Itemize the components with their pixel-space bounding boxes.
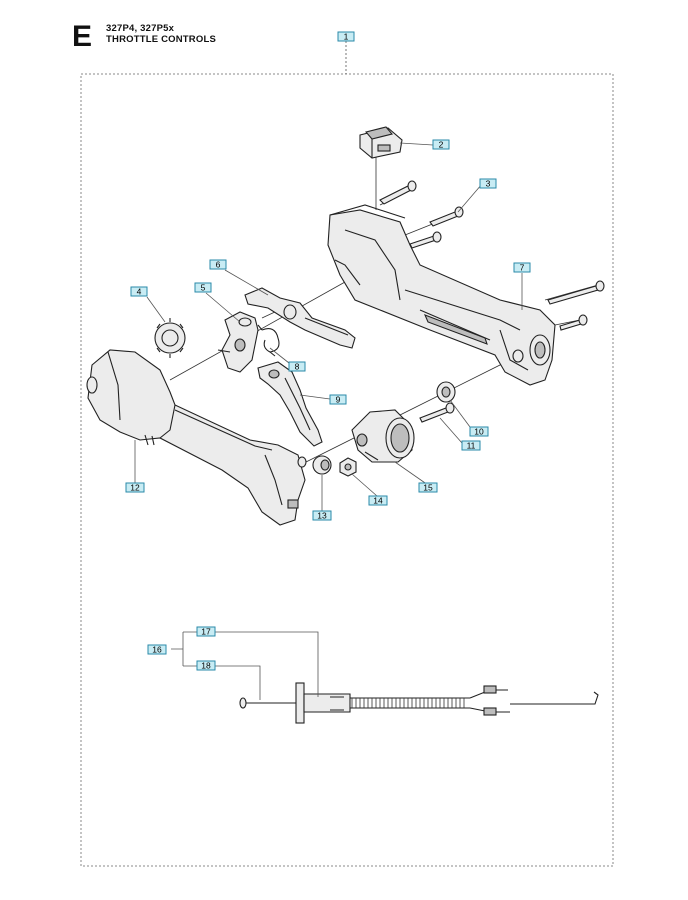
section-letter: E [72,20,93,53]
callout-9: 9 [329,394,347,405]
handle-clamp-part [351,409,415,463]
svg-text:6: 6 [216,260,221,270]
throttle-cable-part [239,682,599,724]
cap-part [436,381,456,403]
throttle-lockout-part [359,126,403,159]
svg-text:1: 1 [344,32,349,42]
bracket-part [217,311,259,373]
svg-text:13: 13 [317,511,327,521]
screw-part [429,206,464,227]
callout-2: 2 [432,139,450,150]
leader-lines [134,142,523,700]
svg-text:9: 9 [336,395,341,405]
washer-part [312,455,332,475]
svg-text:11: 11 [467,441,476,451]
callout-4: 4 [130,286,148,297]
callout-8: 8 [288,361,306,372]
callout-3: 3 [479,178,497,189]
svg-text:5: 5 [201,283,206,293]
callout-6: 6 [209,259,227,270]
svg-text:18: 18 [201,661,211,671]
svg-text:14: 14 [373,496,383,506]
handle-housing-part [327,204,556,386]
callout-17: 17 [196,626,216,637]
svg-text:7: 7 [520,263,525,273]
svg-text:17: 17 [201,627,211,637]
svg-text:10: 10 [474,427,484,437]
callout-14: 14 [368,495,388,506]
screw-part [419,402,455,423]
rear-handle-part [86,349,307,526]
callout-1: 1 [337,31,355,42]
trigger-part [257,361,323,447]
screw-part [409,231,442,249]
svg-text:4: 4 [137,287,142,297]
nut-part [339,457,357,477]
svg-text:12: 12 [130,483,140,493]
diagram-frame [80,73,614,867]
svg-text:16: 16 [152,645,162,655]
axis-line [289,354,521,471]
callout-5: 5 [194,282,212,293]
screw-part [559,314,588,331]
page-title: THROTTLE CONTROLS [106,34,217,45]
svg-text:15: 15 [423,483,433,493]
throttle-lever-part [244,287,356,349]
screw-part [379,180,417,205]
model-list: 327P4, 327P5x [106,23,175,34]
svg-text:3: 3 [486,179,491,189]
callout-15: 15 [418,482,438,493]
screw-part [547,280,605,305]
callout-11: 11 [461,440,481,451]
callout-16: 16 [147,644,167,655]
spring-part [257,324,280,357]
ring-nut-part [154,318,186,358]
callout-10: 10 [469,426,489,437]
svg-text:2: 2 [439,140,444,150]
callout-18: 18 [196,660,216,671]
callout-12: 12 [125,482,145,493]
svg-text:8: 8 [295,362,300,372]
callout-7: 7 [513,262,531,273]
callout-13: 13 [312,510,332,521]
